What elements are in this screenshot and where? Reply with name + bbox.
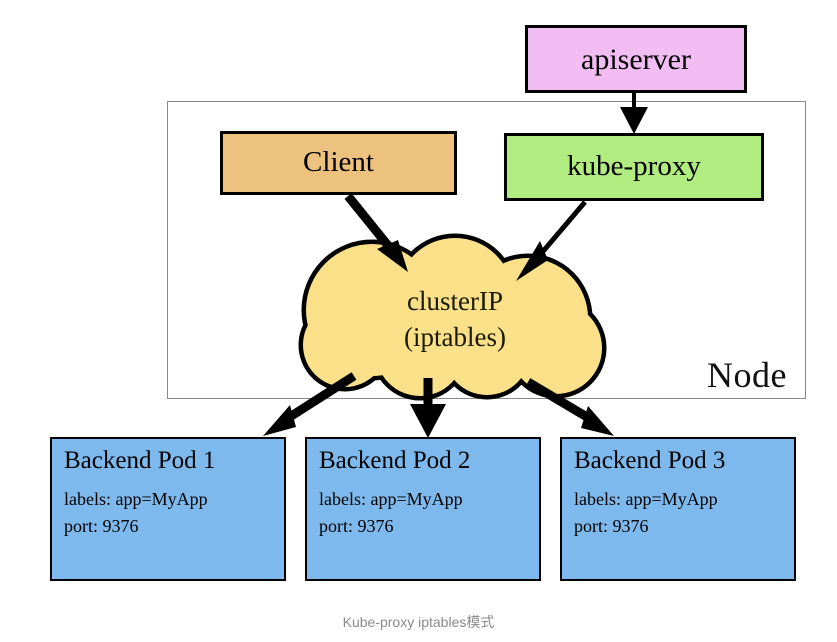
arrow-clusterip-to-pod2 [410, 378, 446, 438]
arrow-client-to-clusterip [344, 193, 408, 272]
pod-labels: labels: app=MyApp [574, 489, 718, 510]
kube-proxy-label: kube-proxy [567, 150, 701, 183]
diagram-caption: Kube-proxy iptables模式 [342, 614, 495, 630]
pod-title: Backend Pod 1 [64, 447, 216, 474]
pod-title: Backend Pod 2 [319, 447, 471, 474]
pod-port: port: 9376 [319, 516, 394, 537]
apiserver-node: apiserver [525, 25, 747, 93]
client-label: Client [303, 146, 374, 179]
pod-port: port: 9376 [64, 516, 139, 537]
node-label: Node [707, 355, 787, 395]
client-node: Client [220, 131, 457, 195]
arrow-clusterip-to-pod3 [525, 378, 614, 436]
pod-labels: labels: app=MyApp [319, 489, 463, 510]
backend-pod-3: Backend Pod 3 labels: app=MyApp port: 93… [560, 437, 796, 581]
arrow-clusterip-to-pod1 [263, 372, 357, 436]
arrow-kube-proxy-to-clusterip [516, 200, 587, 281]
pod-port: port: 9376 [574, 516, 649, 537]
backend-pod-2: Backend Pod 2 labels: app=MyApp port: 93… [305, 437, 541, 581]
backend-pod-1: Backend Pod 1 labels: app=MyApp port: 93… [50, 437, 286, 581]
pod-title: Backend Pod 3 [574, 447, 726, 474]
pod-labels: labels: app=MyApp [64, 489, 208, 510]
apiserver-label: apiserver [581, 42, 691, 76]
arrow-apiserver-to-kube-proxy [620, 93, 648, 134]
kube-proxy-node: kube-proxy [504, 133, 764, 201]
